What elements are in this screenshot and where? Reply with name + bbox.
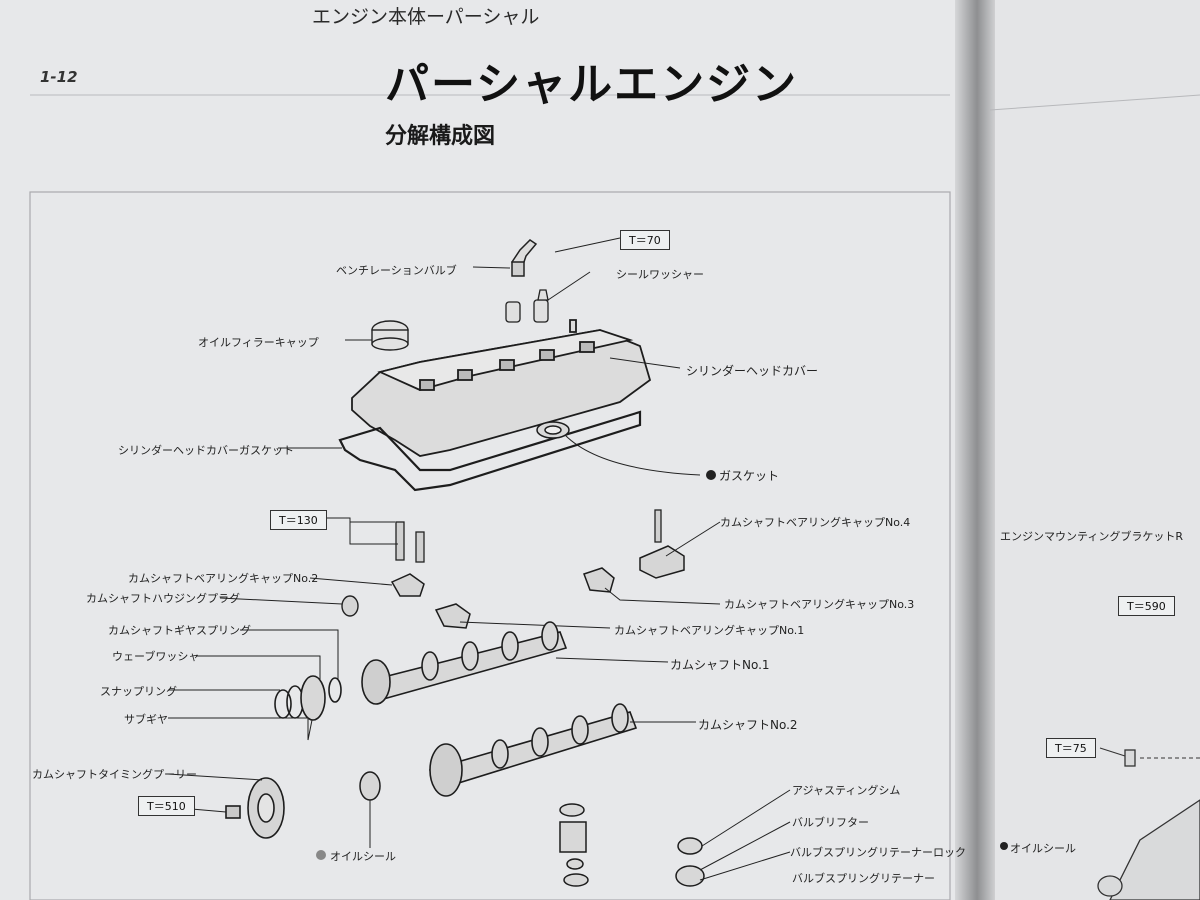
label-camshaft-2: カムシャフトNo.2 bbox=[698, 718, 798, 732]
right-black-dot-marker bbox=[1000, 842, 1008, 850]
page-number: 1-12 bbox=[40, 68, 78, 86]
torque-box-590: T＝590 bbox=[1118, 596, 1175, 616]
label-camshaft-1: カムシャフトNo.1 bbox=[670, 658, 770, 672]
black-dot-marker bbox=[706, 470, 716, 480]
label-housing-plug: カムシャフトハウジングプラグ bbox=[86, 592, 240, 605]
label-oil-seal-right: オイルシール bbox=[1010, 842, 1076, 855]
bolt-drawing bbox=[395, 509, 662, 563]
torque-box-130: T＝130 bbox=[270, 510, 327, 530]
label-snap-ring: スナップリング bbox=[100, 685, 177, 698]
label-retainer-lock: バルブスプリングリテーナーロック bbox=[790, 846, 966, 859]
grey-dot-marker bbox=[316, 850, 326, 860]
diagram-frame bbox=[29, 191, 951, 900]
torque-box-510: T＝510 bbox=[138, 796, 195, 816]
camshaft-2-drawing bbox=[429, 703, 638, 797]
camshaft-1-drawing bbox=[361, 621, 568, 705]
label-head-cover-gasket: シリンダーヘッドカバーガスケット bbox=[118, 444, 294, 457]
section-subtitle: 分解構成図 bbox=[385, 124, 496, 149]
label-bearing-cap-4: カムシャフトベアリングキャップNo.4 bbox=[720, 516, 911, 529]
label-oil-filler-cap: オイルフィラーキャップ bbox=[198, 336, 319, 349]
page-title: パーシャルエンジン bbox=[385, 59, 799, 110]
label-head-cover: シリンダーヘッドカバー bbox=[686, 364, 819, 378]
right-page-rule bbox=[989, 94, 1200, 111]
gear-assembly-drawing bbox=[274, 675, 342, 721]
book-gutter bbox=[955, 0, 995, 900]
torque-box-70: T＝70 bbox=[620, 230, 670, 250]
label-bearing-cap-2: カムシャフトベアリングキャップNo.2 bbox=[128, 572, 319, 585]
label-gear-spring: カムシャフトギヤスプリング bbox=[108, 624, 251, 637]
label-timing-pulley: カムシャフトタイミングプーリー bbox=[32, 768, 197, 781]
seal-washer-drawing bbox=[505, 289, 549, 323]
cylinder-head-cover-drawing bbox=[351, 319, 652, 457]
label-bearing-cap-3: カムシャフトベアリングキャップNo.3 bbox=[724, 598, 915, 611]
valve-parts-drawing bbox=[559, 803, 705, 887]
torque-box-75: T＝75 bbox=[1046, 738, 1096, 758]
label-adjusting-shim: アジャスティングシム bbox=[792, 784, 901, 797]
label-gasket: ガスケット bbox=[719, 469, 780, 483]
oil-filler-cap-drawing bbox=[371, 320, 409, 351]
label-sub-gear: サブギヤ bbox=[124, 713, 168, 726]
housing-plug-drawing bbox=[341, 595, 359, 617]
label-wave-washer: ウェーブワッシャー bbox=[112, 650, 211, 663]
left-page bbox=[0, 0, 975, 900]
running-head: エンジン本体ーパーシャル bbox=[312, 6, 540, 28]
ventilation-valve-drawing bbox=[510, 239, 538, 277]
label-retainer: バルブスプリングリテーナー bbox=[792, 872, 935, 885]
right-page-drawing bbox=[1097, 749, 1200, 900]
head-cover-gasket-drawing bbox=[338, 410, 642, 492]
bearing-cap-drawing bbox=[390, 545, 685, 629]
label-mounting-bracket: エンジンマウンティングブラケットR bbox=[1000, 530, 1183, 543]
timing-pulley-drawing bbox=[225, 777, 285, 839]
label-seal-washer: シールワッシャー bbox=[616, 268, 704, 281]
label-oil-seal: オイルシール bbox=[330, 850, 396, 863]
oil-seal-drawing bbox=[359, 771, 381, 801]
gasket-drawing bbox=[536, 421, 570, 439]
label-bearing-cap-1: カムシャフトベアリングキャップNo.1 bbox=[614, 624, 805, 637]
label-ventilation-valve: ベンチレーションバルブ bbox=[336, 264, 457, 277]
label-valve-lifter: バルブリフター bbox=[792, 816, 869, 829]
